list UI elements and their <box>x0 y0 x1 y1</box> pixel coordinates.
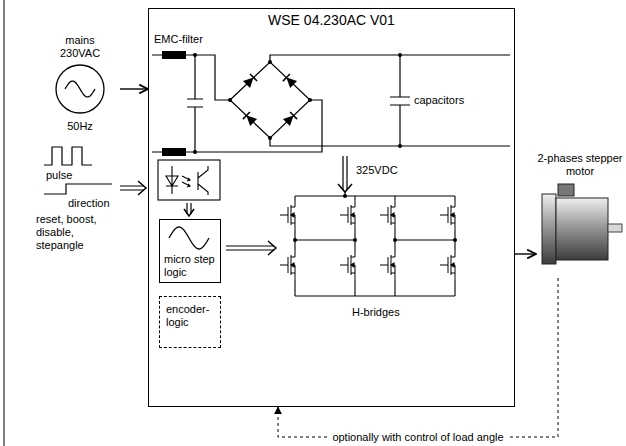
page-border <box>4 0 5 446</box>
component-label: capacitors <box>414 94 464 107</box>
voltage-label: 325VDC <box>356 164 398 177</box>
motor-label: 2-phases stepper motor <box>536 152 624 182</box>
signal-name: direction <box>68 197 110 210</box>
source-label: mains 230VAC <box>54 34 106 60</box>
power-arrow <box>120 88 148 89</box>
motor-illustration <box>536 182 624 278</box>
signal-arrow <box>120 181 146 195</box>
opto-arrow <box>184 203 194 216</box>
device-title: WSE 04.230AC V01 <box>149 9 514 29</box>
component-label: H-bridges <box>352 306 400 319</box>
pulse-waveform <box>44 147 92 165</box>
logic-box: encoder- logic <box>159 296 221 348</box>
rectifier-circuit <box>152 55 510 152</box>
component-label: EMC-filter <box>154 33 203 46</box>
driver-housing: WSE 04.230AC V01 micro step logic encoder-… <box>148 8 515 407</box>
bridge-dots <box>293 194 457 242</box>
node-dots <box>193 53 402 154</box>
edge-label: optionally with control of load angle <box>329 431 506 444</box>
emc-filter-choke <box>162 148 186 156</box>
mains-source: mains 230VAC 50Hz <box>40 34 120 133</box>
feedback-line <box>278 278 558 437</box>
stepper-motor: 2-phases stepper motor <box>536 152 624 278</box>
ac-source-symbol <box>54 63 106 115</box>
box-label: micro step logic <box>160 253 220 282</box>
optocoupler <box>158 160 220 200</box>
logic-box: micro step logic <box>159 219 221 283</box>
bridge-diodes <box>243 74 297 126</box>
h-bridges <box>280 192 455 296</box>
sine-symbol <box>161 223 219 253</box>
box-label: encoder- logic <box>160 297 220 332</box>
signal-name: reset, boost, disable, stepangle <box>36 213 108 252</box>
emc-filter-choke <box>162 51 186 59</box>
power-arrow <box>515 253 536 254</box>
direction-waveform <box>44 184 112 194</box>
drive-arrow <box>226 241 276 255</box>
signal-name: pulse <box>46 169 72 182</box>
source-label: 50Hz <box>67 120 93 133</box>
dc-arrow <box>338 156 352 192</box>
